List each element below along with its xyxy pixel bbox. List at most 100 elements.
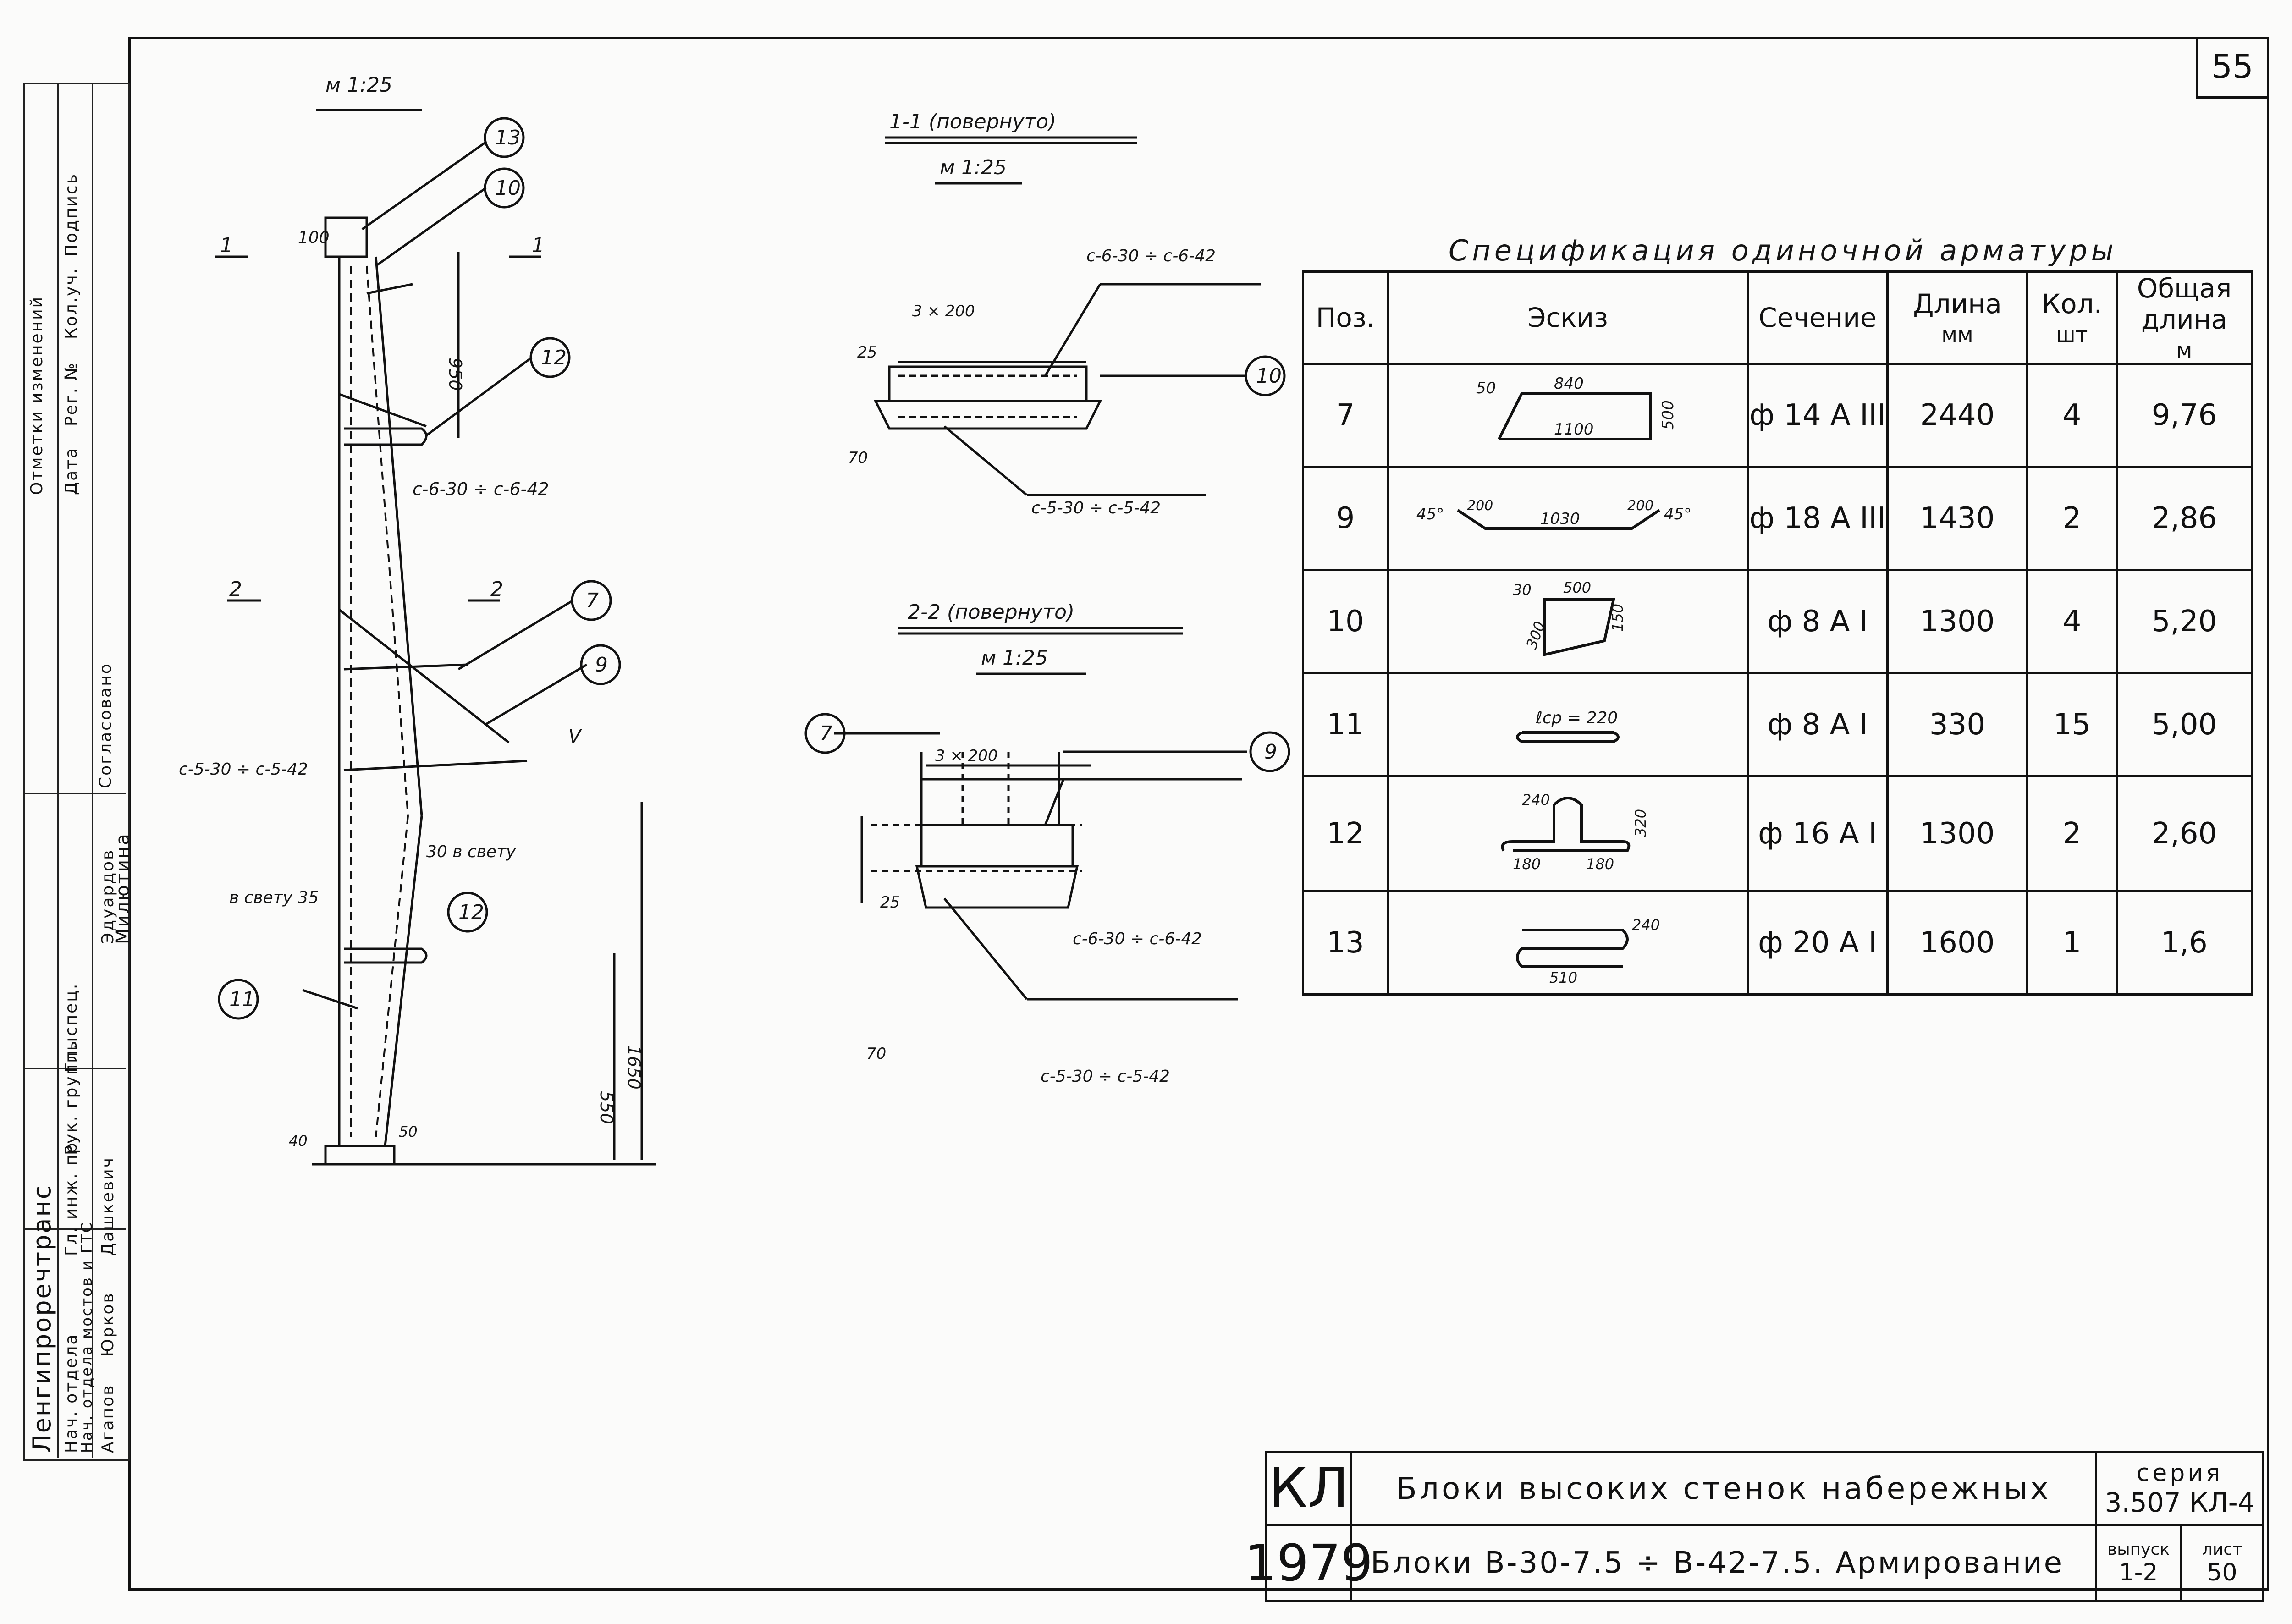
row-total: 5,20 bbox=[2116, 569, 2253, 674]
sidebar-divider bbox=[23, 793, 126, 794]
row-pos: 7 bbox=[1302, 363, 1389, 468]
bar-12-lower bbox=[344, 947, 428, 964]
sidebar-divider bbox=[23, 1228, 126, 1230]
row-sketch: 45° 200 1030 200 45° bbox=[1387, 466, 1749, 571]
sidebar-border bbox=[23, 83, 130, 1461]
section1-dim: 3 × 200 bbox=[912, 302, 975, 320]
callout-num: 12 bbox=[458, 901, 484, 924]
dim-950: 950 bbox=[445, 358, 465, 391]
title-block: КЛ 1979 Блоки высоких стенок набережных … bbox=[1245, 1451, 2264, 1602]
sketch-label: 45° bbox=[1416, 505, 1444, 523]
callout-circle bbox=[484, 117, 525, 158]
section2-note: с-6-30 ÷ с-6-42 bbox=[1073, 930, 1202, 948]
row-pos: 10 bbox=[1302, 569, 1389, 674]
sketch-label: ℓср = 220 bbox=[1535, 709, 1618, 727]
callout-num: 9 bbox=[595, 653, 608, 677]
spec-row: 10 30 500 300 150 ф 8 А I 1300 4 5,20 bbox=[1302, 569, 2253, 674]
dim-40: 40 bbox=[289, 1132, 308, 1150]
sidebar-agreed: Согласовано bbox=[96, 662, 115, 788]
sketch-label: 50 bbox=[1476, 379, 1496, 397]
tb-series-label: серия bbox=[2136, 1459, 2223, 1487]
wall-front-edge-lower bbox=[384, 815, 423, 1146]
section1-dim: 70 bbox=[848, 449, 868, 467]
header-qty-unit: шт bbox=[2056, 322, 2088, 347]
callout-circle bbox=[804, 713, 846, 754]
spec-title: Спецификация одиночной арматуры bbox=[1449, 234, 2117, 267]
section-mark: 1 bbox=[532, 234, 545, 257]
row-section: ф 8 А I bbox=[1747, 569, 1889, 674]
sketch-label: 840 bbox=[1554, 374, 1584, 393]
note-slope-35: в свету 35 bbox=[229, 888, 319, 907]
row-section: ф 18 А III bbox=[1747, 466, 1889, 571]
tb-year: 1979 bbox=[1245, 1524, 1373, 1602]
header-length-unit: мм bbox=[1941, 322, 1973, 347]
sidebar-col: Подпись bbox=[62, 173, 81, 257]
row-sketch: 240 510 bbox=[1387, 890, 1749, 996]
section1-base bbox=[873, 400, 1102, 430]
sketch-label: 200 bbox=[1627, 498, 1653, 514]
wall-top-block bbox=[324, 216, 368, 258]
wall-front-edge bbox=[375, 256, 423, 816]
section-mark: 2 bbox=[490, 578, 503, 601]
callout-num: 9 bbox=[1264, 740, 1277, 764]
sidebar-col: Дата bbox=[62, 446, 81, 495]
spec-row: 11 ℓср = 220 ф 8 А I 330 15 5,00 bbox=[1302, 672, 2253, 777]
tb-issue-label: выпуск bbox=[2107, 1540, 2170, 1559]
callout-num: 13 bbox=[495, 126, 521, 149]
dim-top: 100 bbox=[298, 228, 330, 247]
dim-50: 50 bbox=[399, 1123, 418, 1140]
tb-sheet-value: 50 bbox=[2207, 1558, 2237, 1586]
sketch-bar-10: 30 500 300 150 bbox=[1513, 579, 1626, 656]
wall-base bbox=[324, 1145, 396, 1166]
row-pos: 11 bbox=[1302, 672, 1389, 777]
sidebar-name: Дашкевич bbox=[99, 1156, 117, 1256]
spec-row: 12 240 320 180 180 ф 16 А I 1300 2 2,60 bbox=[1302, 775, 2253, 892]
note-mesh-c6: с-6-30 ÷ с-6-42 bbox=[413, 479, 549, 499]
callout-circle bbox=[447, 892, 488, 933]
section1-note: с-6-30 ÷ с-6-42 bbox=[1086, 247, 1216, 265]
sketch-bar-11: ℓср = 220 bbox=[1516, 709, 1620, 743]
sketch-label: 180 bbox=[1513, 855, 1541, 873]
row-sketch: 50 840 1100 500 bbox=[1387, 363, 1749, 468]
callout-num: 11 bbox=[229, 988, 255, 1011]
header-length-label: Длина bbox=[1913, 288, 2002, 319]
row-total: 2,86 bbox=[2116, 466, 2253, 571]
callout-circle bbox=[484, 167, 525, 209]
note-v-mark: V bbox=[568, 726, 582, 747]
sidebar-role: Гл. спец. bbox=[62, 982, 81, 1073]
bar-7 bbox=[343, 663, 468, 671]
sidebar-name: Юрков bbox=[99, 1292, 117, 1357]
header-total-unit: м bbox=[2176, 338, 2193, 363]
tb-sheet-label: лист bbox=[2202, 1540, 2242, 1559]
callout-num: 10 bbox=[1256, 364, 1282, 388]
row-sketch: 30 500 300 150 bbox=[1387, 569, 1749, 674]
section2-title: 2-2 (повернуто) bbox=[908, 600, 1074, 624]
section1-note: с-5-30 ÷ с-5-42 bbox=[1031, 499, 1161, 517]
header-total-label: Общая длина bbox=[2137, 273, 2232, 335]
section2-scale: м 1:25 bbox=[981, 646, 1048, 670]
callout-num: 12 bbox=[541, 346, 567, 369]
tb-issue-value: 1-2 bbox=[2119, 1558, 2158, 1586]
row-total: 1,6 bbox=[2116, 890, 2253, 996]
spec-row: 13 240 510 ф 20 А I 1600 1 1,6 bbox=[1302, 890, 2253, 996]
row-total: 9,76 bbox=[2116, 363, 2253, 468]
tb-title: Блоки высоких стенок набережных bbox=[1350, 1451, 2097, 1526]
header-section: Сечение bbox=[1747, 270, 1889, 365]
callout-circle bbox=[571, 580, 612, 621]
section2-slab bbox=[920, 824, 1074, 868]
row-length: 1600 bbox=[1886, 890, 2028, 996]
callout-circle bbox=[1245, 355, 1286, 396]
sketch-label: 150 bbox=[1609, 604, 1626, 632]
tb-subtitle: Блоки В-30-7.5 ÷ В-42-7.5. Армирование bbox=[1350, 1524, 2097, 1602]
sketch-label: 500 bbox=[1659, 400, 1677, 430]
sketch-bar-7: 50 840 1100 500 bbox=[1476, 374, 1677, 440]
row-pos: 12 bbox=[1302, 775, 1389, 892]
section2-dim: 3 × 200 bbox=[935, 747, 998, 765]
tb-org: КЛ bbox=[1265, 1451, 1352, 1526]
callout-circle bbox=[218, 979, 259, 1020]
callout-circle bbox=[529, 337, 571, 378]
header-length: Длина мм bbox=[1886, 270, 2028, 365]
callout-circle bbox=[580, 644, 621, 685]
callout-num: 7 bbox=[820, 722, 832, 745]
sketch-label: 240 bbox=[1522, 791, 1550, 809]
